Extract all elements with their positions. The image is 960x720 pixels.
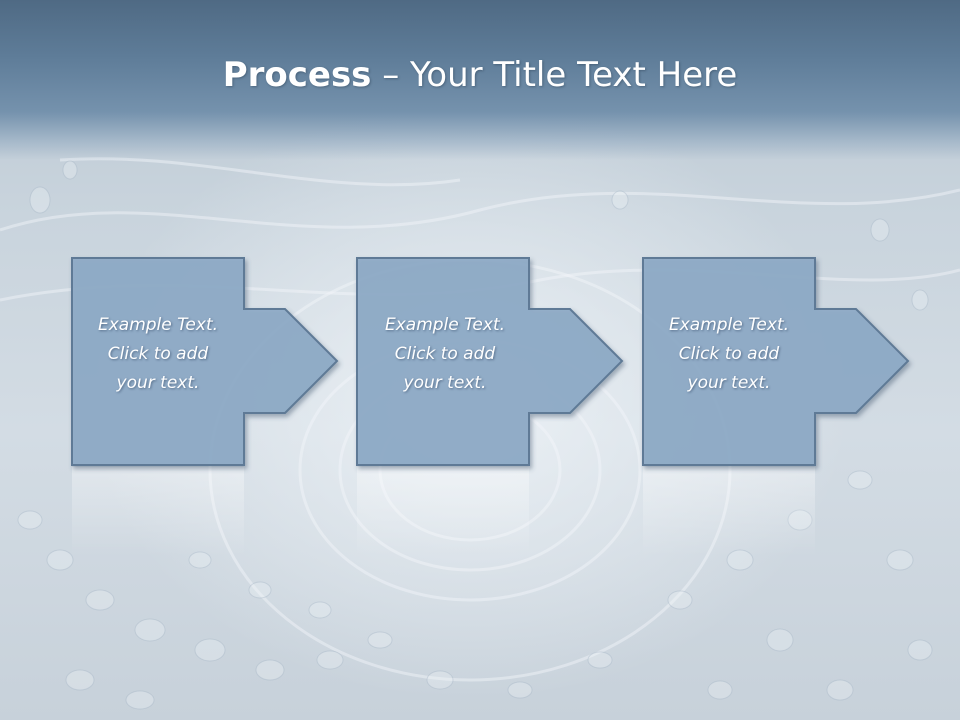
step-1-line-3: your text. [116, 373, 200, 393]
step-2-line-3: your text. [403, 373, 487, 393]
step-1-line-2: Click to add [107, 344, 209, 364]
step-3-line-1: Example Text. [668, 315, 790, 335]
process-step-2-text[interactable]: Example Text. Click to add your text. [359, 311, 531, 398]
step-2-line-1: Example Text. [384, 315, 506, 335]
process-step-3-text[interactable]: Example Text. Click to add your text. [643, 311, 815, 398]
title-band [0, 0, 960, 160]
title-rest-part: – Your Title Text Here [371, 55, 738, 95]
title-bold-part: Process [222, 55, 372, 95]
step-3-line-3: your text. [687, 373, 771, 393]
process-step-3-shape[interactable] [642, 257, 910, 466]
slide-title[interactable]: Process – Your Title Text Here [0, 52, 960, 98]
step-3-line-2: Click to add [678, 344, 780, 364]
step-2-line-2: Click to add [394, 344, 496, 364]
process-step-1-shape[interactable] [71, 257, 339, 466]
process-step-1-text[interactable]: Example Text. Click to add your text. [72, 311, 244, 398]
process-step-2-shape[interactable] [356, 257, 624, 466]
step-1-line-1: Example Text. [97, 315, 219, 335]
shape-reflections [72, 467, 815, 557]
